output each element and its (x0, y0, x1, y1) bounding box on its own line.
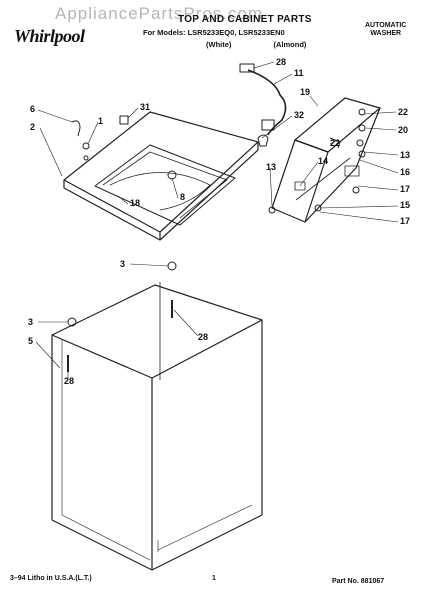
callout-15: 15 (400, 200, 410, 210)
callout-14: 14 (318, 156, 328, 166)
litho-note: 3–94 Litho in U.S.A.(L.T.) (10, 575, 92, 582)
callout-11: 11 (294, 68, 304, 78)
callout-13-b: 13 (266, 162, 276, 172)
top-panel (63, 111, 259, 241)
models-line: For Models: LSR5233EQ0, LSR5233EN0 (143, 28, 285, 37)
callout-28-b: 28 (198, 332, 208, 342)
page-number: 1 (212, 575, 216, 582)
callout-31: 31 (140, 102, 150, 112)
callout-20: 20 (398, 125, 408, 135)
diagram-title: TOP AND CABINET PARTS (178, 14, 312, 25)
wire-harness (239, 63, 287, 136)
cabinet (51, 282, 263, 571)
callout-17-a: 17 (400, 184, 410, 194)
control-console (271, 97, 381, 223)
callout-17-b: 17 (400, 216, 410, 226)
callout-16: 16 (400, 167, 410, 177)
callout-28-c: 28 (64, 376, 74, 386)
callout-19: 19 (300, 87, 310, 97)
product-type: AUTOMATIC WASHER (365, 22, 406, 38)
callout-3-b: 3 (28, 317, 33, 327)
color-variants: (White) (Almond) (206, 40, 346, 49)
part-number: Part No. 881067 (332, 578, 385, 585)
model-numbers: LSR5233EQ0, LSR5233EN0 (187, 28, 285, 37)
color-almond: (Almond) (273, 40, 307, 49)
brand-logo: Whirlpool (14, 26, 85, 46)
callout-6: 6 (30, 104, 35, 114)
for-models-label: For Models: (143, 28, 186, 37)
callout-22-b: 22 (330, 138, 340, 148)
watermark: AppliancePartsPros.com (55, 4, 264, 23)
callout-2: 2 (30, 122, 35, 132)
callout-8: 8 (180, 192, 185, 202)
callout-1: 1 (98, 116, 103, 126)
color-white: (White) (206, 40, 232, 49)
callout-13-a: 13 (400, 150, 410, 160)
small-parts (67, 108, 366, 372)
callout-32: 32 (294, 110, 304, 120)
callout-22-a: 22 (398, 107, 408, 117)
callout-3-a: 3 (120, 259, 125, 269)
product-line-1: AUTOMATIC (365, 22, 407, 29)
callout-28-a: 28 (276, 57, 286, 67)
callout-5: 5 (28, 336, 33, 346)
callout-18: 18 (130, 198, 140, 208)
product-line-2: WASHER (370, 30, 402, 37)
leader-lines (35, 61, 399, 380)
